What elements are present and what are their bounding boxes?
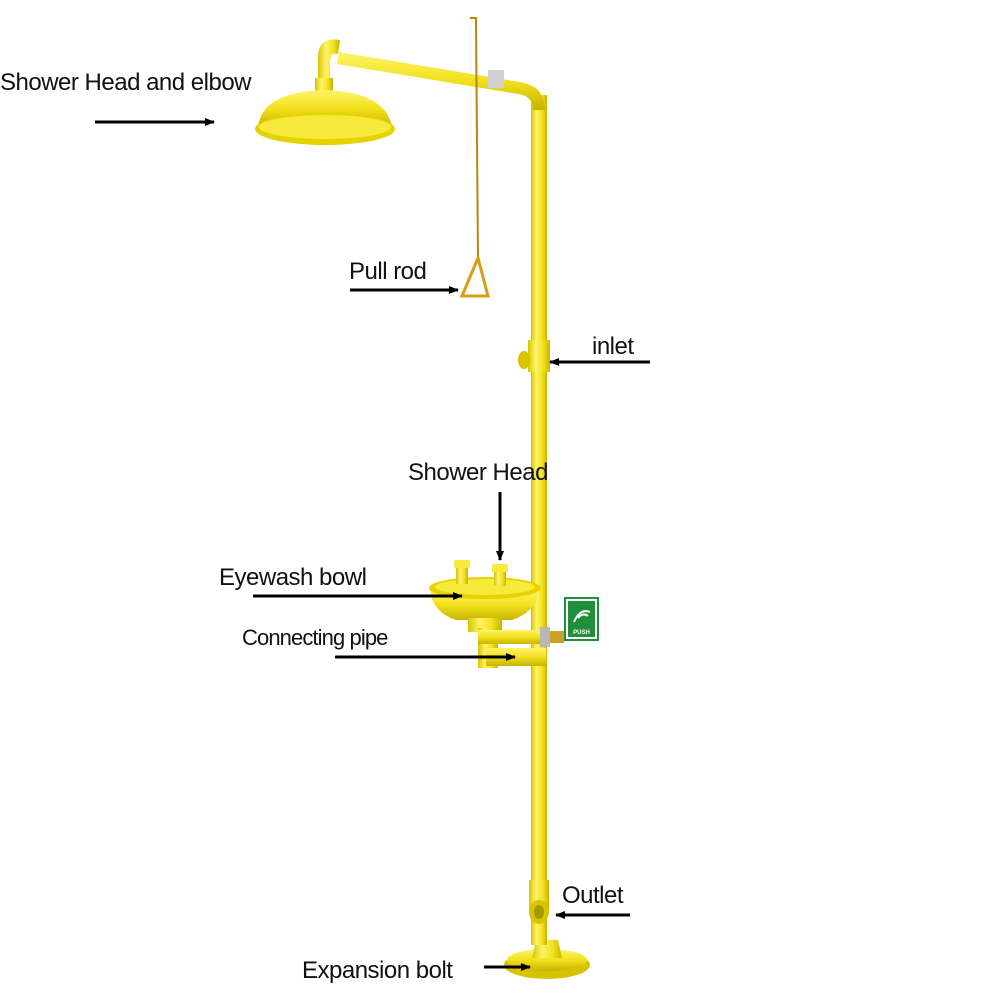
eyewash-sign-icon (573, 610, 591, 623)
annotation-arrows (95, 118, 650, 971)
label-shower-head-elbow: Shower Head and elbow (0, 69, 252, 96)
base-plate (504, 940, 590, 979)
main-vertical-pipe (531, 95, 547, 945)
shower-arm (315, 39, 545, 110)
label-outlet: Outlet (562, 882, 624, 909)
pull-rod (459, 17, 490, 298)
connecting-pipe (478, 627, 564, 668)
label-shower-head: Shower Head (408, 459, 548, 486)
label-pull-rod: Pull rod (349, 258, 427, 285)
label-connecting-pipe: Connecting pipe (242, 625, 388, 650)
label-inlet: inlet (592, 333, 634, 360)
inlet-port (518, 351, 530, 369)
valve-bracket (488, 70, 504, 88)
pull-handle-triangle (459, 253, 490, 298)
push-valve (540, 627, 550, 647)
shower-head (255, 90, 395, 145)
push-sign: PUSH (564, 597, 599, 641)
push-sign-text: PUSH (573, 630, 590, 636)
label-eyewash-bowl: Eyewash bowl (219, 564, 367, 591)
inlet-coupling (528, 340, 550, 372)
eyewash-nozzles (454, 560, 508, 586)
label-expansion-bolt: Expansion bolt (302, 957, 453, 984)
